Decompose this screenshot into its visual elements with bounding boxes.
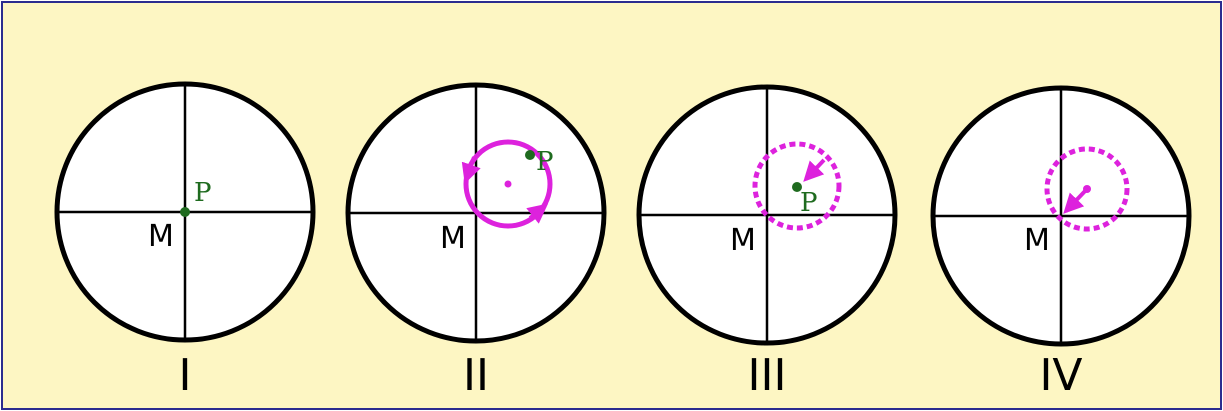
point-p-dot [525,150,535,160]
dotted-orbit-circle [1044,146,1130,232]
panel-2: M P II [345,82,607,401]
panel-numeral: IV [1039,350,1082,401]
panel-3: M P III [636,84,898,401]
panel-1: M P I [54,81,316,401]
center-label-m: M [1024,223,1050,258]
point-label-p: P [536,147,554,177]
point-p-dot [180,207,190,217]
panel-numeral: I [179,350,192,401]
point-p-dot [792,182,802,192]
panel-4: M IV [930,85,1192,401]
center-label-m: M [148,219,174,254]
inward-arrow [803,158,826,182]
dotted-orbit-circle [752,141,842,231]
point-label-p: P [800,188,818,218]
point-label-p: P [194,178,212,208]
orbit-arrow-left [461,156,481,184]
panel-numeral: III [748,350,787,401]
panel-numeral: II [463,350,489,401]
center-label-m: M [440,221,466,256]
orbit-center-dot [504,180,512,188]
orbit-circle [463,139,553,229]
arrow-to-reticle-center [1063,187,1089,214]
orbit-arrow-right [526,203,549,224]
center-label-m: M [730,223,756,258]
